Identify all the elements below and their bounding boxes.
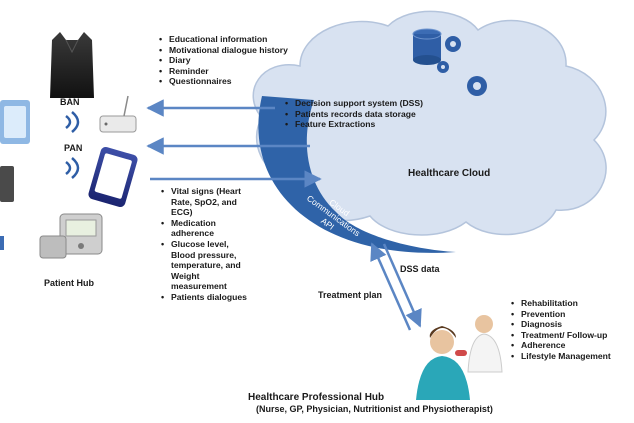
cloud-services-list: Decision support system (DSS) Patients r… [284,98,423,130]
patient-hub-title: Patient Hub [44,278,95,288]
healthcare-cloud-shape [252,10,607,236]
router-icon [99,95,137,133]
professional-service-item: Prevention [511,309,634,320]
cloud-api-band [258,96,456,253]
patient-data-item: Patients dialogues [161,292,247,303]
smart-vest-icon [50,32,94,98]
doctor-photo [455,315,503,373]
professional-hub-subtitle: (Nurse, GP, Physician, Nutritionist and … [256,404,493,414]
incoming-info-list: Educational information Motivational dia… [158,34,297,87]
ban-label: BAN [60,97,80,107]
treatment-plan-label: Treatment plan [318,290,383,300]
blood-pressure-monitor-icon [39,213,103,259]
patient-data-list: Vital signs (Heart Rate, SpO2, and ECG) … [160,186,247,303]
cloud-service-item: Decision support system (DSS) [285,98,423,109]
professional-services-list: Rehabilitation Prevention Diagnosis Trea… [510,298,634,362]
professional-service-item: Lifestyle Management [511,351,634,362]
cloud-service-item: Patients records data storage [285,109,423,120]
patient-data-item: Glucose level, Blood pressure, temperatu… [161,239,247,292]
gear-icon [437,36,487,96]
professional-service-item: Adherence [511,340,634,351]
incoming-info-item: Reminder [159,66,297,77]
incoming-info-item: Diary [159,55,297,66]
patient-data-item: Vital signs (Heart Rate, SpO2, and ECG) [161,186,247,218]
cloud-service-item: Feature Extractions [285,119,423,130]
professional-service-item: Rehabilitation [511,298,634,309]
incoming-info-item: Educational information [159,34,297,45]
professional-hub-title: Healthcare Professional Hub [248,392,385,403]
nurse-photo [416,326,470,400]
dss-data-label: DSS data [400,264,440,274]
connection-arrows [146,99,422,331]
arrow-cloud-to-professional [382,243,422,328]
incoming-info-item: Questionnaires [159,76,297,87]
professional-service-item: Diagnosis [511,319,634,330]
smartphone-icon [88,146,138,208]
incoming-info-item: Motivational dialogue history [159,45,297,56]
database-icon [412,28,442,65]
glucose-meter-icon [0,166,14,202]
healthcare-cloud-title: Healthcare Cloud [408,168,491,179]
left-edge-device-icon [0,236,4,250]
wireless-signal-icon [65,111,80,179]
patient-data-item: Medication adherence [161,218,247,239]
arrow-professional-to-cloud [370,242,412,331]
professional-service-item: Treatment/ Follow-up [511,330,634,341]
wearable-device-icon [0,100,30,144]
pan-label: PAN [64,143,83,153]
